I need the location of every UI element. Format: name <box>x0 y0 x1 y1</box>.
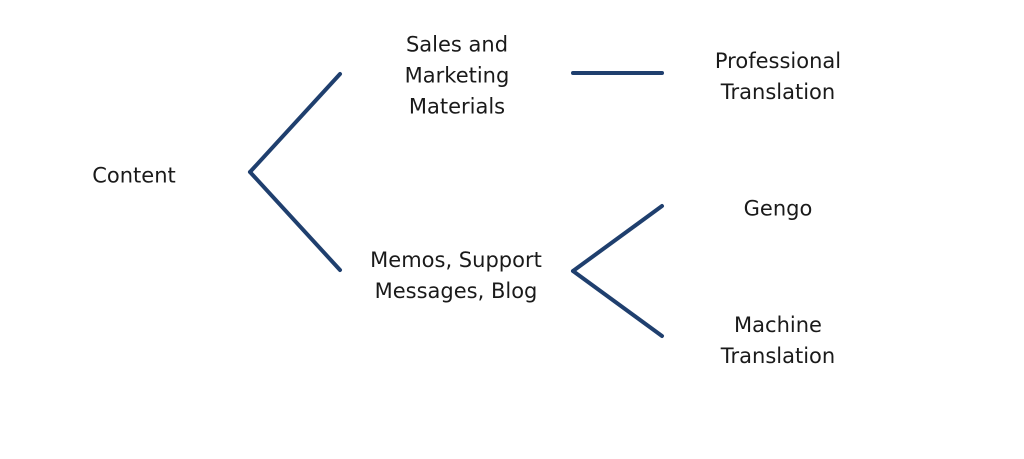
edge-memos-to-machine <box>571 269 664 338</box>
edge-memos-to-gengo <box>571 204 664 273</box>
node-content: Content <box>92 161 176 192</box>
node-memos: Memos, Support Messages, Blog <box>370 245 542 307</box>
node-gengo: Gengo <box>744 194 813 225</box>
node-machine-line-2: Translation <box>720 344 836 368</box>
edge-content-to-memos <box>248 170 342 272</box>
node-memos-line-1: Memos, Support <box>370 248 542 272</box>
node-professional-line-1: Professional <box>714 49 842 73</box>
node-content-line: Content <box>92 163 176 188</box>
node-sales-marketing: Sales and Marketing Materials <box>405 30 510 123</box>
node-memos-line-2: Messages, Blog <box>374 279 538 303</box>
node-sales-line-1: Sales and <box>405 32 509 57</box>
node-gengo-line: Gengo <box>743 196 813 221</box>
node-professional-line-2: Translation <box>720 80 836 104</box>
node-professional-translation: Professional Translation <box>715 46 841 108</box>
node-machine-translation: Machine Translation <box>721 310 835 372</box>
node-sales-line-3: Materials <box>408 94 506 119</box>
node-sales-line-2: Marketing <box>404 63 510 88</box>
node-machine-line-1: Machine <box>734 313 822 337</box>
edge-content-to-sales <box>248 72 342 174</box>
